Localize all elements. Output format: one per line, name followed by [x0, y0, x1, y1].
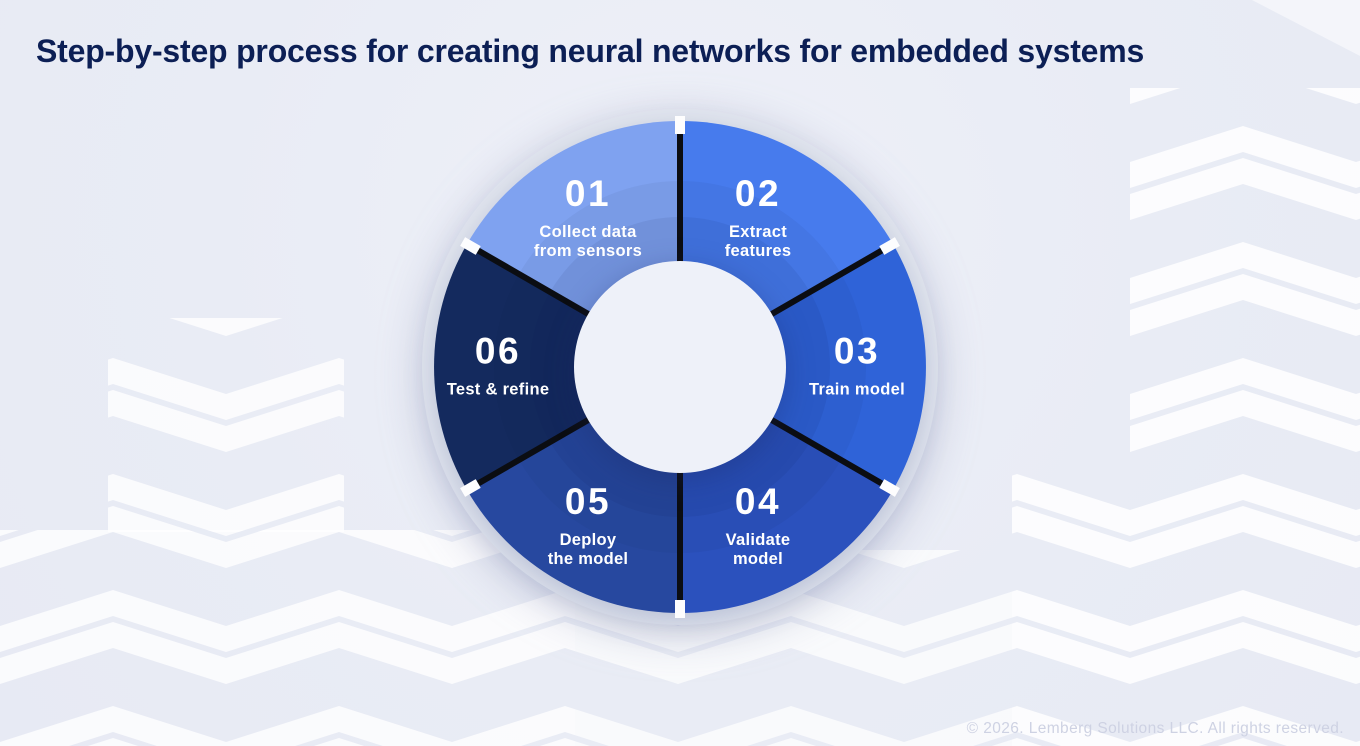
step-01-number: 01: [564, 173, 612, 214]
step-01-title-line2: from sensors: [533, 242, 643, 260]
step-03-number: 03: [833, 330, 881, 372]
segment-06-wedge: [434, 244, 680, 490]
copyright-text: © 2026. Lemberg Solutions LLC. All right…: [966, 720, 1344, 737]
step-02-number: 02: [734, 173, 782, 214]
step-03-label: 03 Train model: [809, 331, 905, 400]
step-06-number: 06: [474, 330, 522, 372]
step-01-title-line1: Collect data: [539, 223, 637, 241]
step-04-label: 04 Validate model: [726, 481, 791, 569]
step-02-title-line2: features: [724, 242, 792, 260]
segment-03-wedge: [680, 244, 926, 490]
step-06-label: 06 Test & refine: [447, 331, 550, 400]
step-02-label: 02 Extract features: [725, 173, 792, 261]
pattern-cluster-right-top: [1130, 88, 1360, 460]
step-03-title-line1: Train model: [809, 380, 905, 399]
step-05-title-line1: Deploy: [559, 531, 617, 549]
step-02-title-line1: Extract: [728, 223, 788, 241]
segment-dividers: [476, 134, 884, 600]
pattern-cluster-left-top: [108, 318, 344, 532]
pattern-corner-wedge: [1252, 0, 1360, 56]
step-05-number: 05: [564, 481, 612, 522]
step-01-label: 01 Collect data from sensors: [534, 173, 642, 261]
pattern-cluster-right-bottom: [1012, 460, 1360, 746]
step-06-title-line1: Test & refine: [446, 380, 550, 399]
step-04-title-line1: Validate: [725, 531, 791, 549]
step-04-number: 04: [734, 481, 782, 522]
wheel-center-hole: [574, 261, 786, 473]
step-05-label: 05 Deploy the model: [548, 481, 629, 569]
step-05-title-line2: the model: [547, 550, 629, 568]
step-04-title-line2: model: [732, 550, 784, 568]
divider-rim-notches: [460, 116, 900, 618]
page-title: Step-by-step process for creating neural…: [36, 33, 1145, 69]
pattern-cluster-left-bottom: [0, 530, 575, 746]
